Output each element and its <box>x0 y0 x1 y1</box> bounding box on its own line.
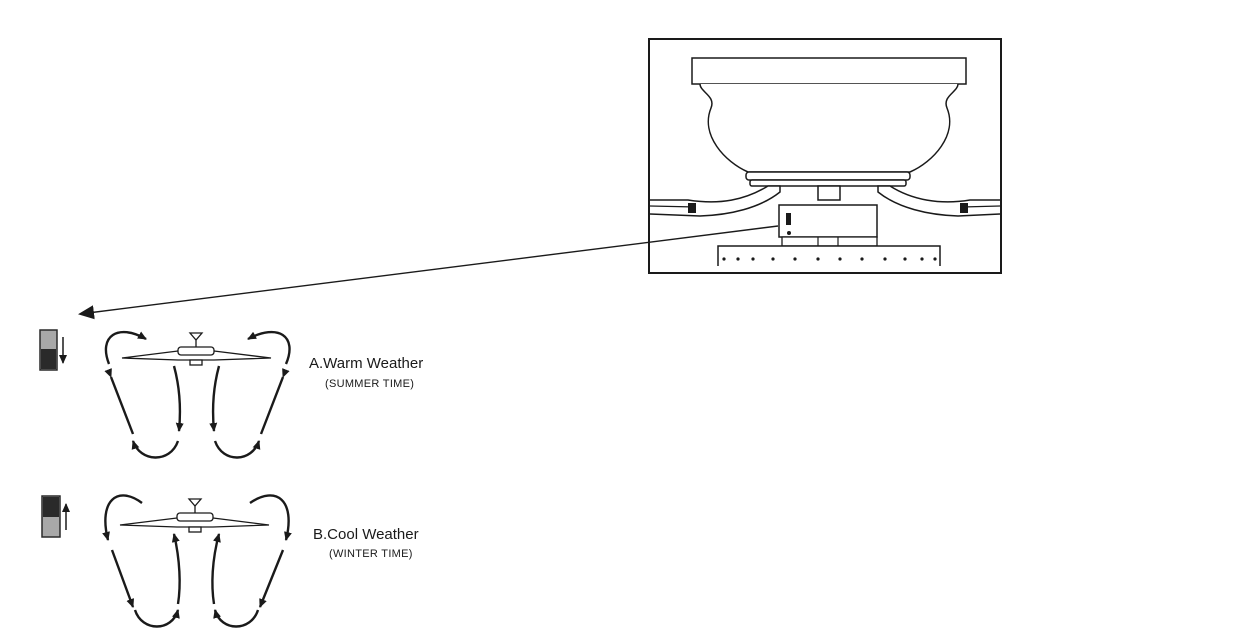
light-kit-plate-divider <box>817 237 839 246</box>
blade-bolt-right <box>960 203 968 213</box>
light-shade <box>718 246 940 266</box>
center-hub <box>817 185 841 201</box>
housing-switch-icon <box>786 213 791 225</box>
motor-housing-detail <box>648 38 1002 274</box>
reverse-switch-up-icon <box>41 495 70 538</box>
switch-housing <box>778 204 878 238</box>
blade-arm-right <box>877 185 1001 217</box>
airflow-arrow-icon <box>104 330 291 459</box>
reverse-switch-down-icon <box>39 329 67 371</box>
blade-arm-right-edge <box>961 205 1001 208</box>
airflow-arrow-icon <box>102 494 292 628</box>
ceiling-fan-icon <box>119 498 270 533</box>
mode-subtitle: (WINTER TIME) <box>329 548 413 560</box>
mode-title: A.Warm Weather <box>309 355 423 372</box>
housing-top-cap <box>691 57 967 85</box>
switch-screw <box>787 231 791 235</box>
blade-bolt-left <box>688 203 696 213</box>
mode-warm: A.Warm Weather (SUMMER TIME) <box>39 329 423 459</box>
pointer-arrow-icon <box>78 225 779 320</box>
light-shade-outline <box>717 245 941 266</box>
housing-rim-lower <box>749 179 907 187</box>
mode-subtitle: (SUMMER TIME) <box>325 378 414 390</box>
shade-dots <box>722 257 937 261</box>
housing-bowl <box>699 83 959 173</box>
blade-arm-left <box>649 185 781 217</box>
mode-title: B.Cool Weather <box>313 526 419 543</box>
ceiling-fan-icon <box>121 332 272 366</box>
light-kit-plate <box>781 236 878 247</box>
mode-cool: B.Cool Weather (WINTER TIME) <box>41 494 419 628</box>
housing-rim <box>745 171 911 181</box>
